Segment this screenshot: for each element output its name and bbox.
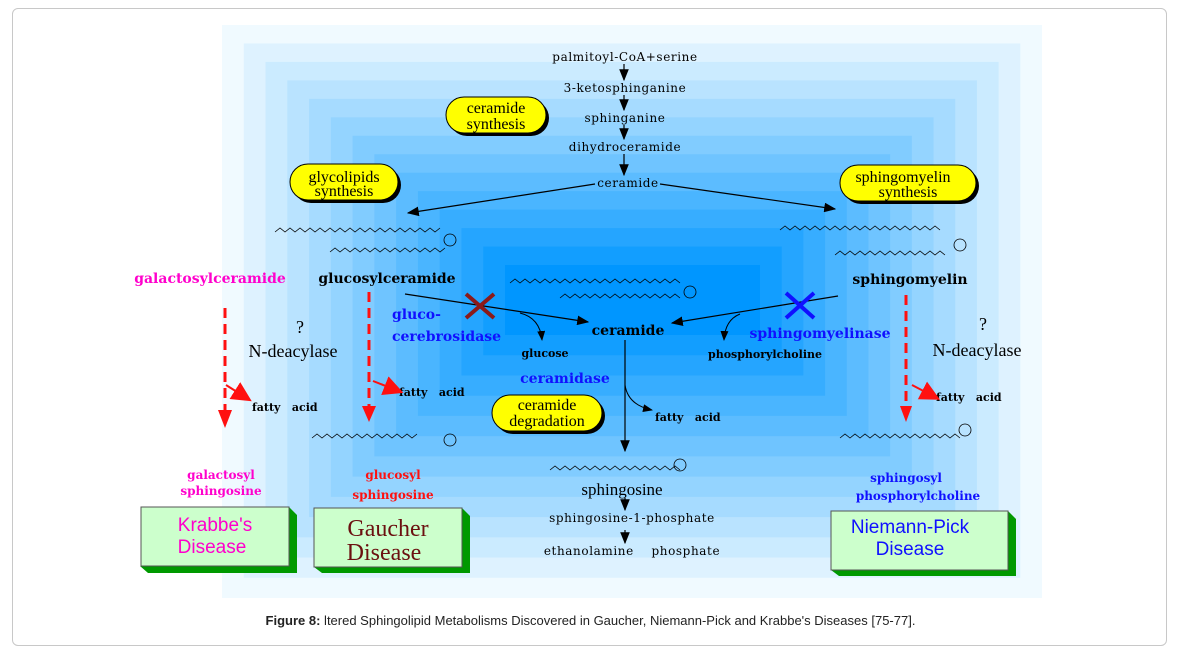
dihydroceramide: dihydroceramide bbox=[569, 140, 681, 154]
hydrocarbon-chain bbox=[329, 247, 446, 253]
glucocerebrosidase-line2: cerebrosidase bbox=[392, 329, 501, 345]
sphingomyelin-synthesis-pill: sphingomyelin synthesis bbox=[839, 164, 979, 204]
head-group bbox=[673, 458, 687, 472]
molecule-structures bbox=[274, 225, 972, 472]
sphingosine-1-phosphate: sphingosine-1-phosphate bbox=[549, 511, 715, 525]
galactosyl-sphingosine-line2: sphingosine bbox=[180, 484, 262, 498]
head-group bbox=[443, 433, 457, 447]
ceramidase: ceramidase bbox=[520, 371, 610, 387]
red-arrowheads bbox=[218, 406, 912, 428]
sphingosyl-phosphorylcholine-line1: sphingosyl bbox=[870, 471, 942, 485]
background-band bbox=[505, 265, 760, 335]
fatty-acid-center: fatty acid bbox=[655, 411, 721, 424]
svg-text:Gaucher: Gaucher bbox=[347, 516, 428, 542]
hydrocarbon-chain bbox=[274, 227, 441, 233]
sphinganine: sphinganine bbox=[585, 111, 666, 125]
figure-caption: Figure 8: ltered Sphingolipid Metabolism… bbox=[0, 613, 1181, 628]
hydrocarbon-chain bbox=[779, 225, 941, 231]
svg-text:synthesis: synthesis bbox=[467, 116, 526, 133]
ceramide-synthesis-pill: ceramide synthesis bbox=[445, 96, 549, 136]
ceramide-center: ceramide bbox=[592, 323, 665, 339]
glucose: glucose bbox=[521, 347, 568, 360]
question-mark-right: ? bbox=[979, 314, 987, 334]
accumulation-arrows bbox=[223, 292, 908, 412]
sphingomyelin: sphingomyelin bbox=[852, 272, 967, 288]
ethanolamine-phosphate: ethanolamine phosphate bbox=[544, 544, 720, 558]
glucosylceramide: glucosylceramide bbox=[318, 271, 455, 287]
gaucher-disease-box: Gaucher Disease bbox=[313, 507, 470, 573]
palmitoyl-coa-serine: palmitoyl-CoA+serine bbox=[552, 50, 697, 64]
svg-text:Krabbe's: Krabbe's bbox=[178, 515, 252, 536]
fatty-acid-left: fatty acid bbox=[252, 401, 318, 414]
phosphorylcholine: phosphorylcholine bbox=[708, 348, 822, 361]
galactosyl-sphingosine-line1: galactosyl bbox=[187, 468, 255, 482]
hydrocarbon-chain bbox=[839, 433, 961, 439]
sphingosine: sphingosine bbox=[581, 480, 662, 499]
sphingomyelinase: sphingomyelinase bbox=[749, 326, 890, 342]
svg-text:glycolipids: glycolipids bbox=[308, 169, 379, 186]
svg-text:degradation: degradation bbox=[509, 413, 585, 430]
hydrocarbon-chain bbox=[509, 278, 681, 284]
svg-text:ceramide: ceramide bbox=[518, 397, 577, 414]
svg-text:synthesis: synthesis bbox=[315, 183, 374, 200]
svg-text:sphingomyelin: sphingomyelin bbox=[855, 169, 950, 186]
svg-text:Disease: Disease bbox=[347, 540, 422, 566]
glucosyl-sphingosine-line1: glucosyl bbox=[365, 468, 421, 482]
glucosyl-sphingosine-line2: sphingosine bbox=[352, 488, 434, 502]
glycolipids-synthesis-pill: glycolipids synthesis bbox=[289, 163, 401, 203]
caption-text: ltered Sphingolipid Metabolisms Discover… bbox=[320, 613, 916, 628]
head-group bbox=[953, 238, 967, 252]
fatty-acid-right: fatty acid bbox=[936, 391, 1002, 404]
hydrocarbon-chain bbox=[549, 465, 681, 471]
sphingosyl-phosphorylcholine-line2: phosphorylcholine bbox=[856, 489, 981, 503]
ceramide-degradation-pill: ceramide degradation bbox=[491, 394, 605, 434]
hydrocarbon-chain bbox=[834, 250, 946, 256]
figure-frame bbox=[12, 8, 1167, 646]
n-deacylase-right: N-deacylase bbox=[933, 340, 1022, 360]
3-ketosphinganine: 3-ketosphinganine bbox=[564, 81, 687, 95]
krabbe-disease-box: Krabbe's Disease bbox=[140, 506, 297, 573]
blocked-x-icon-niemann-pick bbox=[784, 291, 816, 320]
blocked-x-icon-gaucher bbox=[464, 292, 496, 320]
question-mark-left: ? bbox=[296, 317, 304, 337]
svg-text:Disease: Disease bbox=[178, 537, 247, 558]
ceramide-top: ceramide bbox=[597, 176, 659, 190]
svg-text:synthesis: synthesis bbox=[879, 184, 938, 201]
fatty-acid-gaucher: fatty acid bbox=[399, 386, 465, 399]
synthesis-arrows bbox=[404, 64, 839, 545]
head-group bbox=[683, 285, 697, 299]
n-deacylase-left: N-deacylase bbox=[249, 341, 338, 361]
niemann-pick-disease-box: Niemann-Pick Disease bbox=[830, 510, 1016, 576]
svg-text:Niemann-Pick: Niemann-Pick bbox=[851, 517, 970, 538]
galactosylceramide: galactosylceramide bbox=[134, 271, 286, 287]
head-group bbox=[443, 233, 457, 247]
caption-label: Figure 8: bbox=[265, 613, 321, 628]
glucocerebrosidase-line1: gluco- bbox=[392, 307, 441, 323]
fatty-acid-release-arrows bbox=[225, 376, 941, 402]
svg-text:Disease: Disease bbox=[876, 539, 945, 560]
side-product-arrows bbox=[519, 312, 741, 413]
svg-text:ceramide: ceramide bbox=[467, 100, 526, 117]
head-group bbox=[958, 423, 972, 437]
hydrocarbon-chain bbox=[311, 433, 418, 439]
hydrocarbon-chain bbox=[559, 293, 681, 299]
